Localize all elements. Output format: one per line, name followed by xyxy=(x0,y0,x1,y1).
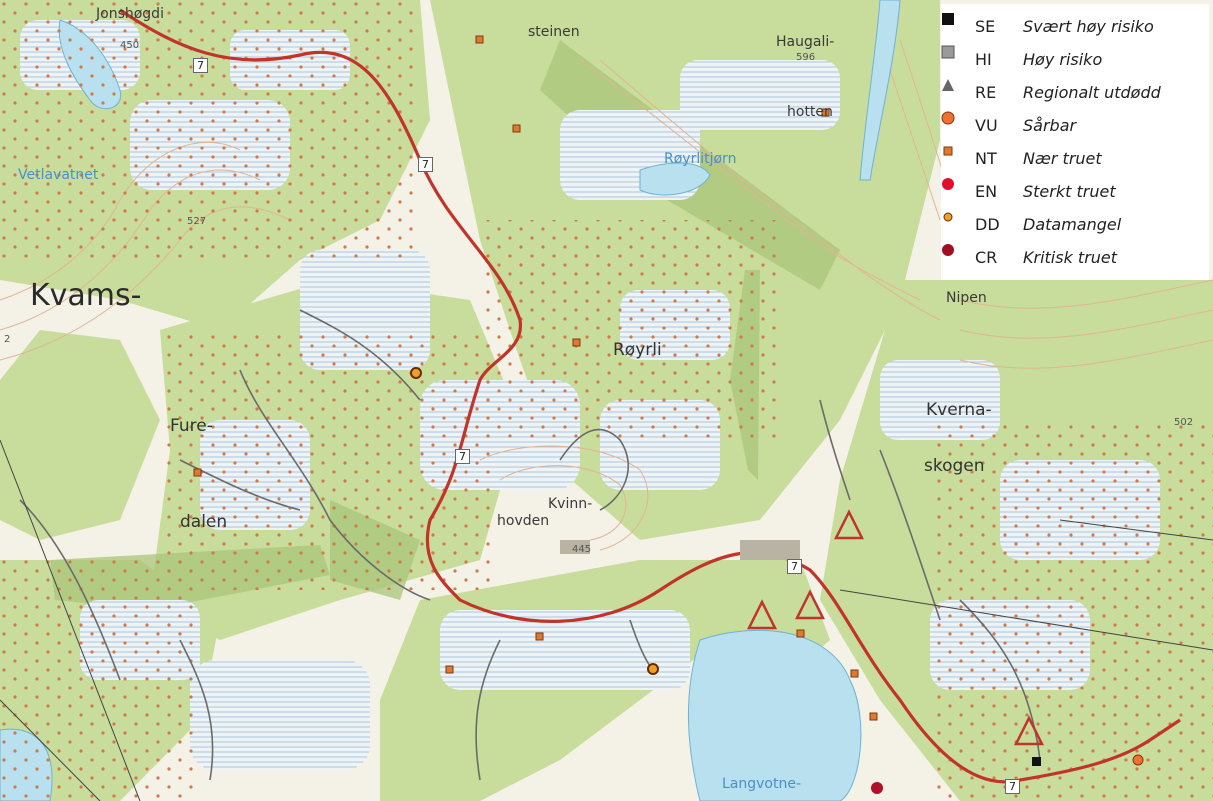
road-shield: 7 xyxy=(418,157,433,172)
legend-item: SE Svært høy risiko xyxy=(941,12,1209,42)
legend-item: VU Sårbar xyxy=(941,111,1209,141)
legend-label: Kritisk truet xyxy=(1023,248,1118,267)
legend-code: SE xyxy=(975,17,996,36)
small-circle-icon xyxy=(943,212,953,222)
triangle-icon xyxy=(942,79,954,91)
road-shield: 7 xyxy=(193,58,208,73)
legend-code: EN xyxy=(975,182,998,201)
legend-label: Svært høy risiko xyxy=(1023,17,1154,36)
dd-marker xyxy=(647,663,659,675)
circle-icon xyxy=(941,111,955,125)
road-7 xyxy=(119,8,1181,784)
nt-markers xyxy=(193,35,878,721)
elevation-label: 502 xyxy=(1174,417,1194,428)
circle-icon xyxy=(942,178,954,190)
place-label: Kverna- xyxy=(926,400,992,420)
place-label: Kvinn- xyxy=(548,496,593,512)
map-legend: SE Svært høy risiko HI Høy risiko RE Reg… xyxy=(941,4,1209,280)
dd-marker xyxy=(410,367,422,379)
elevation-label: 527 xyxy=(187,216,207,227)
legend-code: RE xyxy=(975,83,997,102)
legend-code: DD xyxy=(975,215,1000,234)
vu-marker xyxy=(1132,754,1144,766)
road-shield: 7 xyxy=(787,559,802,574)
building-symbols xyxy=(560,540,800,560)
legend-label: Høy risiko xyxy=(1023,50,1103,69)
legend-item: CR Kritisk truet xyxy=(941,243,1209,273)
road-shield: 7 xyxy=(455,449,470,464)
power-lines xyxy=(0,439,1213,801)
square-icon xyxy=(942,13,954,25)
place-label: Røyrli xyxy=(613,340,662,360)
place-label: skogen xyxy=(924,456,985,476)
legend-item: RE Regionalt utdødd xyxy=(941,78,1209,108)
legend-code: VU xyxy=(975,116,998,135)
legend-label: Nær truet xyxy=(1023,149,1102,168)
water-label: Vetlavatnet xyxy=(18,167,99,183)
river-north xyxy=(859,0,901,181)
elevation-label: 2 xyxy=(4,334,11,345)
se-marker xyxy=(1032,757,1041,766)
place-label: steinen xyxy=(528,24,580,40)
elevation-label: 445 xyxy=(572,544,592,555)
circle-icon xyxy=(942,244,954,256)
place-label: Jonshøgdi xyxy=(96,6,164,22)
square-icon xyxy=(941,45,955,59)
place-label: hovden xyxy=(497,513,550,529)
water-label: Langvotne- xyxy=(722,776,802,792)
legend-label: Datamangel xyxy=(1023,215,1122,234)
legend-code: HI xyxy=(975,50,992,69)
camp-markers xyxy=(746,509,1045,746)
legend-label: Sterkt truet xyxy=(1023,182,1116,201)
place-label: Kvams- xyxy=(30,278,142,313)
place-label: Fure- xyxy=(170,416,213,436)
lake-royrlitjorn xyxy=(639,162,711,196)
small-square-icon xyxy=(943,146,953,156)
place-label: Nipen xyxy=(946,290,987,306)
legend-code: NT xyxy=(975,149,997,168)
legend-item: DD Datamangel xyxy=(941,210,1209,240)
place-label: dalen xyxy=(180,512,228,532)
legend-code: CR xyxy=(975,248,998,267)
road-shield: 7 xyxy=(1005,779,1020,794)
legend-item: NT Nær truet xyxy=(941,144,1209,174)
elevation-label: 450 xyxy=(120,40,140,51)
legend-item: EN Sterkt truet xyxy=(941,177,1209,207)
water-label: Røyrlitjørn xyxy=(664,151,737,167)
elevation-label: 596 xyxy=(796,52,816,63)
footpaths xyxy=(19,309,1041,781)
cr-marker xyxy=(871,782,883,794)
legend-label: Regionalt utdødd xyxy=(1023,83,1161,102)
place-label: hotten xyxy=(787,104,833,120)
legend-label: Sårbar xyxy=(1023,116,1077,135)
place-label: Haugali- xyxy=(776,34,835,50)
legend-item: HI Høy risiko xyxy=(941,45,1209,75)
lake-langvotne xyxy=(688,629,862,801)
